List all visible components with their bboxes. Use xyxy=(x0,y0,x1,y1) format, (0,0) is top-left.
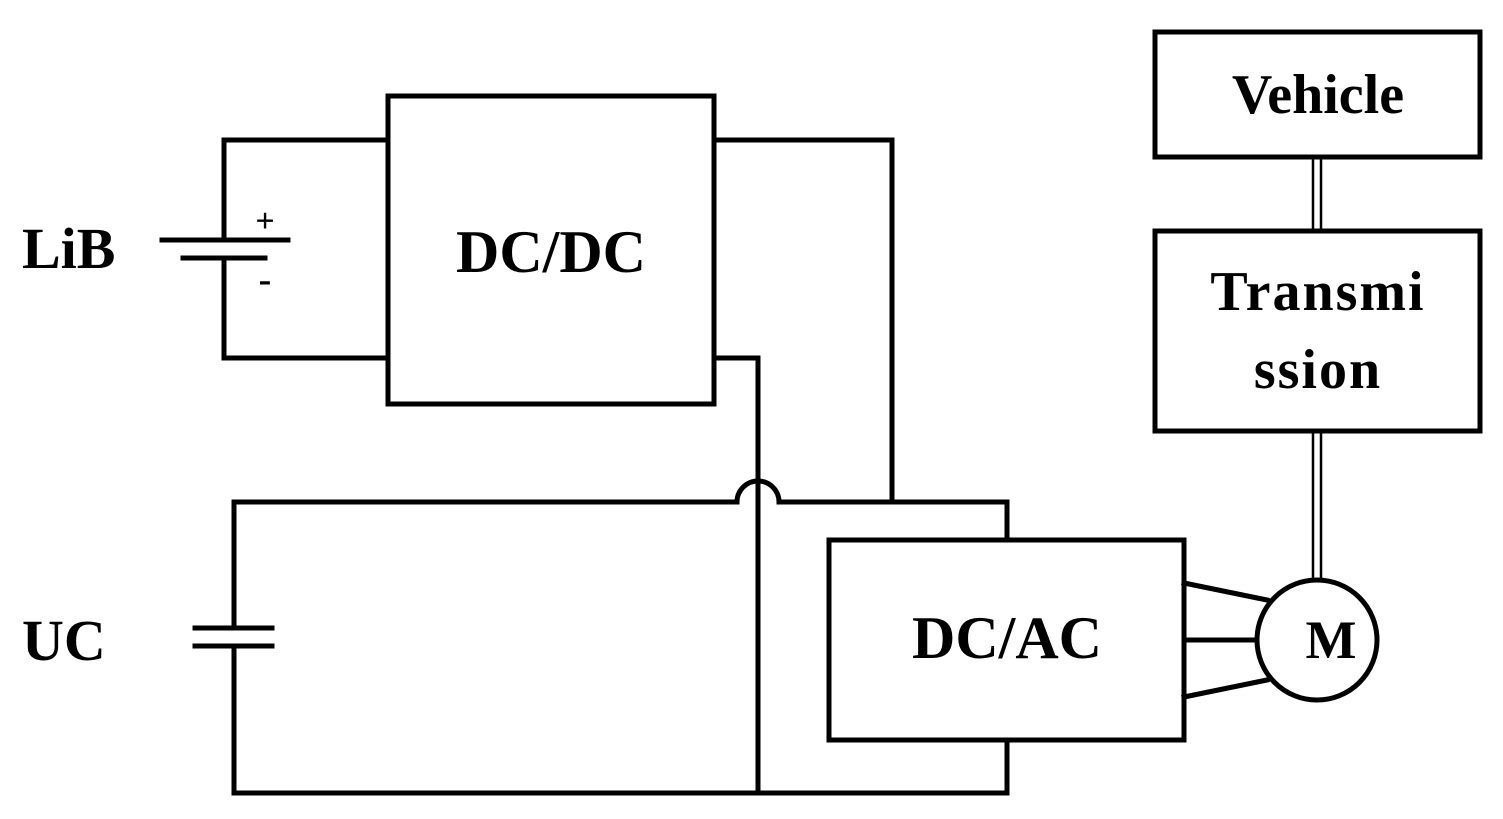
motor-icon xyxy=(1254,577,1380,703)
capacitor-icon xyxy=(192,625,275,649)
dcdc-converter-box xyxy=(385,93,717,407)
battery-minus-sign: - xyxy=(259,259,272,301)
lib-wire-top xyxy=(221,137,391,243)
lib-label: LiB xyxy=(22,216,116,281)
dcdc-converter-label: DC/DC xyxy=(456,219,646,285)
transmission-label-line1: Transmi xyxy=(1210,261,1425,323)
dc-bus-bottom-wire xyxy=(231,643,1010,796)
mechanical-shaft xyxy=(1311,157,1323,580)
battery-plus-sign: + xyxy=(255,203,274,240)
vehicle-box xyxy=(1152,29,1483,160)
dcac-inverter-label: DC/AC xyxy=(912,605,1102,671)
uc-label: UC xyxy=(22,608,106,673)
vehicle-label: Vehicle xyxy=(1232,64,1404,126)
transmission-box xyxy=(1152,228,1483,434)
battery-icon xyxy=(159,237,291,261)
three-phase-lines xyxy=(1181,580,1270,700)
lib-wire-bottom xyxy=(221,255,391,361)
dcdc-upper-output-wire xyxy=(711,137,895,503)
transmission-label-line2: ssion xyxy=(1254,339,1382,401)
motor-label: M xyxy=(1306,610,1357,670)
dcdc-lower-output-wire xyxy=(711,355,761,796)
